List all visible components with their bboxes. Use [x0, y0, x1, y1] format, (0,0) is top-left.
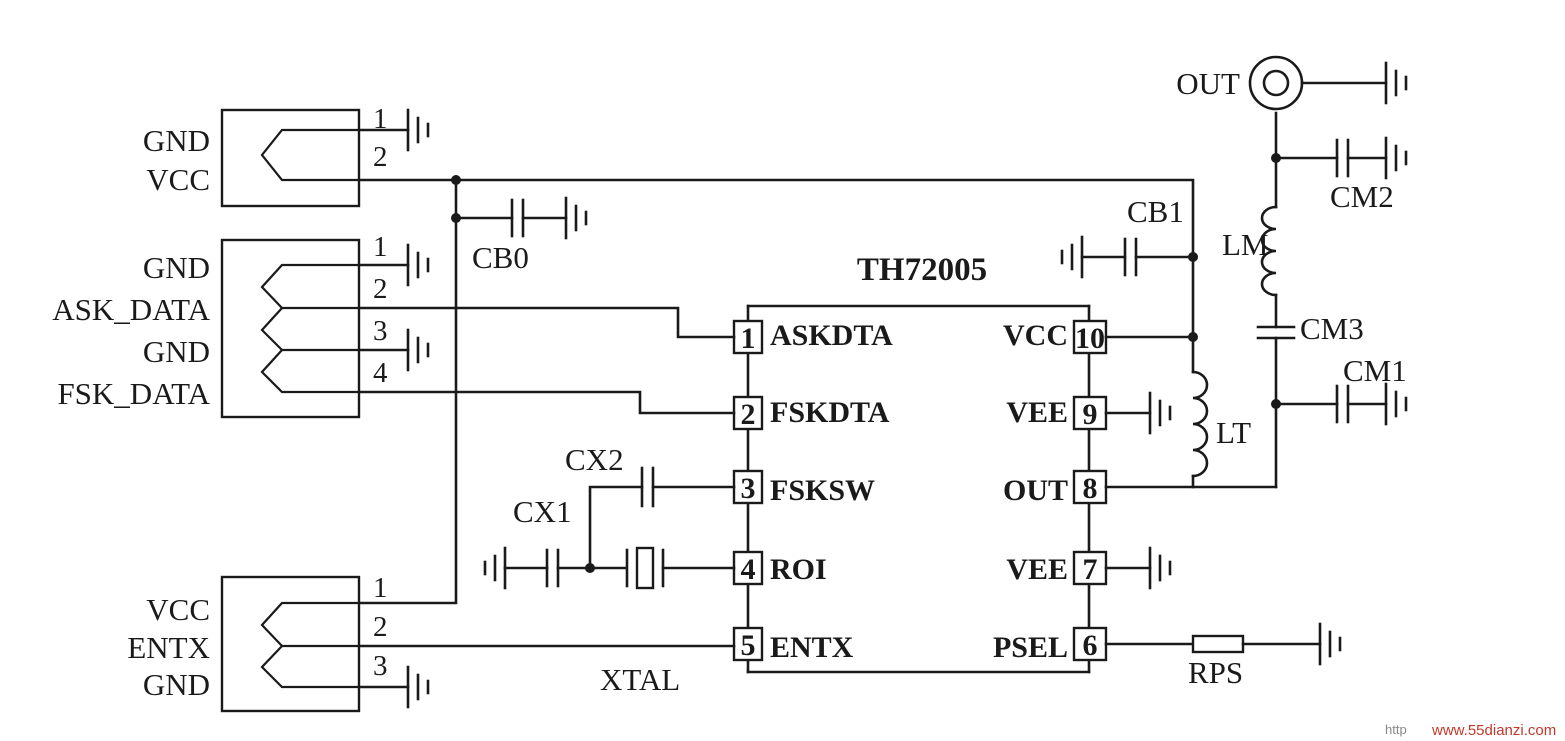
- ground-icon: [1148, 391, 1172, 435]
- connector-3-pin-1: 1: [373, 572, 388, 604]
- connector-3-label-vcc: VCC: [146, 592, 210, 627]
- output-network: CB1 LT RPS CM1 CM3 LM: [1060, 55, 1408, 690]
- pin-2-number: 2: [741, 398, 756, 431]
- pin-9-number: 9: [1083, 398, 1098, 431]
- pin-vee-label-2: VEE: [1006, 553, 1068, 586]
- pin-1-number: 1: [741, 322, 756, 355]
- ground-icon: [564, 196, 588, 240]
- ground-icon: [406, 108, 430, 152]
- pin-psel-label: PSEL: [993, 631, 1068, 664]
- pin-4-number: 4: [741, 553, 756, 586]
- cb1-label: CB1: [1127, 194, 1184, 229]
- lm-label: LM: [1222, 227, 1269, 262]
- ground-icon: [1384, 136, 1408, 180]
- connector-3-label-gnd: GND: [143, 667, 210, 702]
- ground-icon: [1384, 61, 1408, 105]
- connector-2-pin-3: 3: [373, 315, 388, 347]
- connector-2-label-gnd-1: GND: [143, 250, 210, 285]
- connector-1-pin-2: 2: [373, 141, 388, 173]
- connector-2-pin-4: 4: [373, 357, 388, 389]
- pin-3-number: 3: [741, 472, 756, 505]
- connector-3-label-entx: ENTX: [127, 630, 210, 665]
- pin-5-number: 5: [741, 629, 756, 662]
- pin-fsksw-label: FSKSW: [770, 474, 875, 507]
- watermark-prefix: http: [1385, 722, 1407, 737]
- signal-wires: [357, 306, 736, 648]
- cx2-label: CX2: [565, 442, 624, 477]
- out-label: OUT: [1176, 66, 1240, 101]
- connector-2-label-ask-data: ASK_DATA: [52, 292, 210, 327]
- connector-3: VCC ENTX GND 1 2 3: [127, 572, 430, 713]
- ground-icon: [406, 665, 430, 709]
- pin-entx-label: ENTX: [770, 631, 854, 664]
- connector-1-label-gnd: GND: [143, 123, 210, 158]
- crystal-network: CX2 CX1 XTAL: [483, 442, 736, 697]
- cx1-label: CX1: [513, 494, 572, 529]
- ground-icon: [1148, 546, 1172, 590]
- ground-icon: [406, 328, 430, 372]
- pin-7-number: 7: [1083, 553, 1098, 586]
- connector-3-pin-2: 2: [373, 611, 388, 643]
- pin-vee-label-1: VEE: [1006, 396, 1068, 429]
- rps-label: RPS: [1188, 655, 1243, 690]
- vcc-bus: CB0: [357, 175, 1195, 605]
- pin-out-label: OUT: [1003, 474, 1068, 507]
- xtal-label: XTAL: [600, 662, 680, 697]
- pin-vcc-label: VCC: [1003, 319, 1068, 352]
- pin-roi-label: ROI: [770, 553, 827, 586]
- connector-2: GND ASK_DATA GND FSK_DATA 1 2 3 4: [52, 231, 430, 419]
- connector-1-label-vcc: VCC: [146, 162, 210, 197]
- ground-icon: [1384, 382, 1408, 426]
- cb0-label: CB0: [472, 240, 529, 275]
- connector-2-label-gnd-2: GND: [143, 334, 210, 369]
- connector-2-pin-1: 1: [373, 231, 388, 263]
- lt-label: LT: [1216, 415, 1251, 450]
- chip-name: TH72005: [857, 252, 987, 288]
- connector-3-pin-3: 3: [373, 650, 388, 682]
- connector-1-pin-1: 1: [373, 103, 388, 135]
- ground-icon: [1318, 622, 1342, 666]
- pin-8-number: 8: [1083, 472, 1098, 505]
- pin-askdta-label: ASKDTA: [770, 319, 893, 352]
- connector-1: GND VCC 1 2: [143, 103, 430, 208]
- connector-2-label-fsk-data: FSK_DATA: [57, 376, 210, 411]
- chip-th72005: TH72005 1 ASKDTA 2 FSKDTA 3 FSKSW 4 ROI …: [732, 252, 1108, 674]
- pin-fskdta-label: FSKDTA: [770, 396, 890, 429]
- cm2-label: CM2: [1330, 179, 1394, 214]
- ground-icon: [406, 243, 430, 287]
- cm3-label: CM3: [1300, 311, 1364, 346]
- pin-10-number: 10: [1075, 322, 1105, 355]
- cm1-label: CM1: [1343, 353, 1407, 388]
- watermark-site: www.55dianzi.com: [1431, 722, 1556, 739]
- connector-2-pin-2: 2: [373, 273, 388, 305]
- pin-6-number: 6: [1083, 629, 1098, 662]
